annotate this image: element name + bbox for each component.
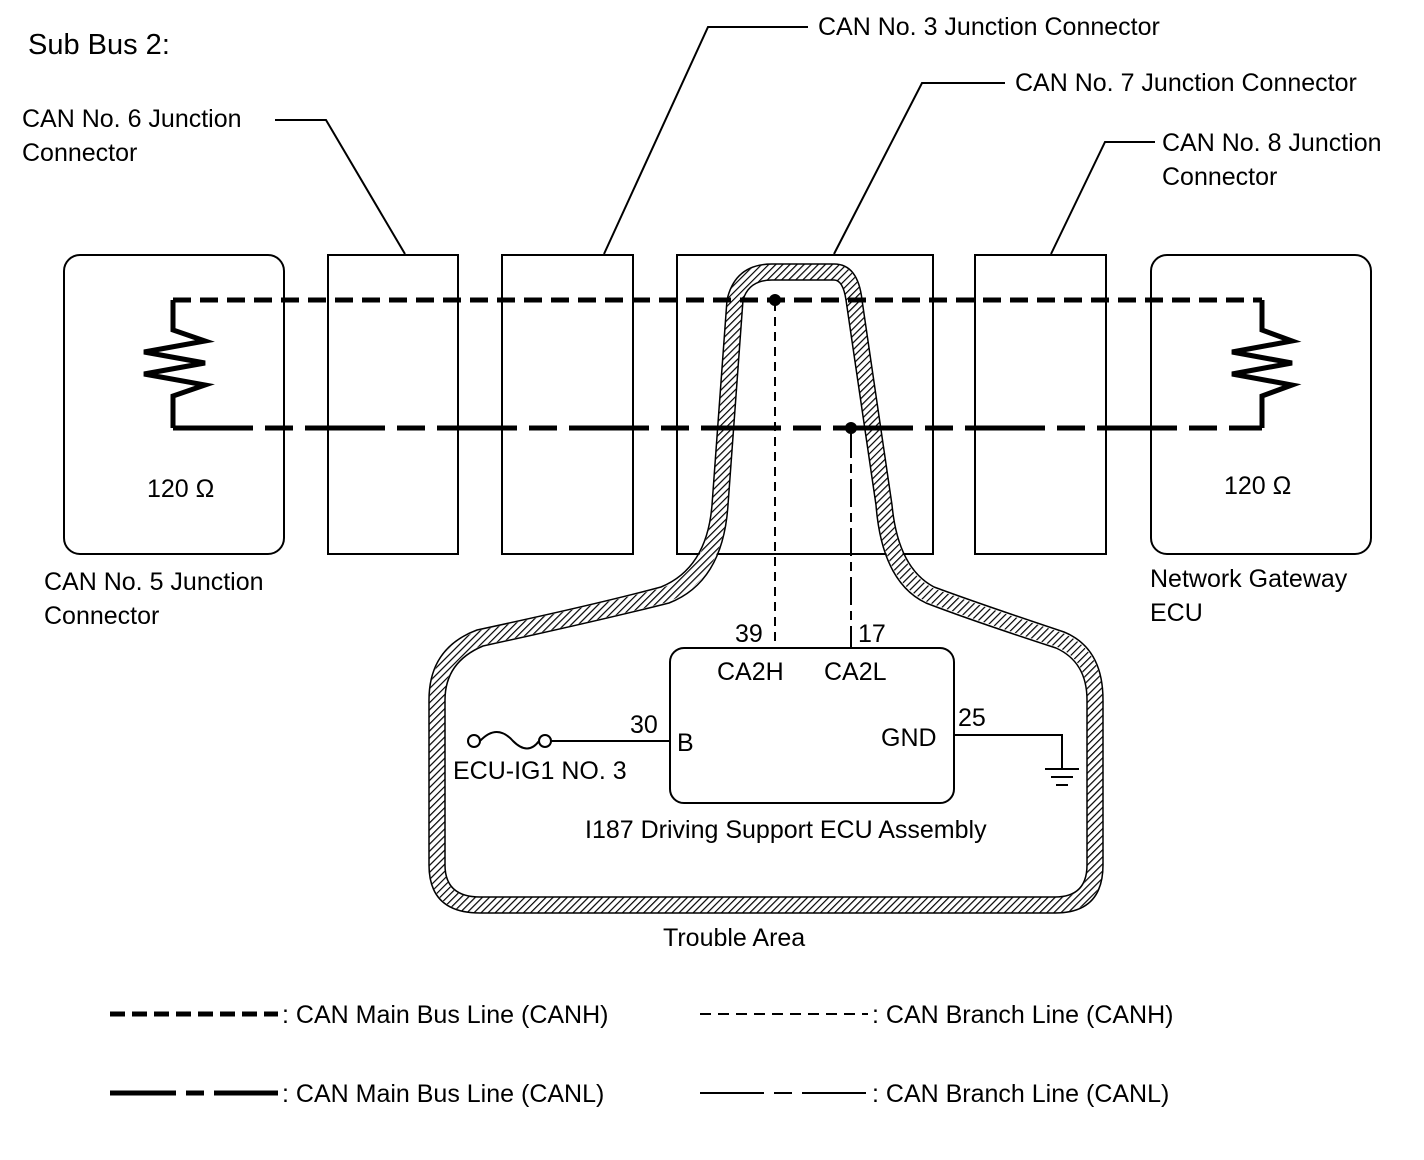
can7-junction-connector-box [676, 254, 934, 555]
legend-main-canl-label: : CAN Main Bus Line (CANL) [282, 1080, 604, 1108]
gateway-label-line2: ECU [1150, 599, 1203, 627]
can5-label-line1: CAN No. 5 Junction [44, 568, 264, 596]
fuse-label: ECU-IG1 NO. 3 [453, 757, 627, 785]
network-gateway-ecu-box [1150, 254, 1372, 555]
left-resistor-value: 120 Ω [147, 475, 214, 503]
can6-label-line1: CAN No. 6 Junction [22, 105, 242, 133]
can3-leader-line [603, 26, 808, 255]
pin-ca2l-label: CA2L [824, 658, 887, 686]
can8-junction-connector-box [974, 254, 1107, 555]
right-terminating-resistor [1231, 300, 1302, 428]
fuse-left-terminal [467, 734, 481, 748]
can3-junction-connector-box [501, 254, 634, 555]
can8-label-line1: CAN No. 8 Junction [1162, 129, 1382, 157]
canh-splice-dot [769, 294, 781, 306]
trouble-area-inner-edge [444, 279, 1088, 898]
trouble-area-outline [429, 264, 1103, 913]
can6-junction-connector-box [327, 254, 459, 555]
pin-39-number: 39 [735, 620, 763, 648]
right-resistor-value: 120 Ω [1224, 472, 1291, 500]
legend-branch-canl-label: : CAN Branch Line (CANL) [872, 1080, 1169, 1108]
canl-splice-dot [845, 422, 857, 434]
pin-b-label: B [677, 729, 694, 757]
pin-30-number: 30 [630, 711, 658, 739]
can8-leader-line [1050, 141, 1155, 255]
can6-label-line2: Connector [22, 139, 137, 167]
left-terminating-resistor [143, 300, 215, 428]
can6-leader-line [275, 119, 406, 255]
legend-main-canh-label: : CAN Main Bus Line (CANH) [282, 1001, 608, 1029]
gnd-wire [954, 734, 1063, 768]
pin-ca2h-label: CA2H [717, 658, 784, 686]
can5-junction-connector-box [63, 254, 285, 555]
can7-leader-line [833, 82, 1005, 255]
gateway-label-line1: Network Gateway [1150, 565, 1348, 593]
pin-25-number: 25 [958, 704, 986, 732]
legend-branch-canh-label: : CAN Branch Line (CANH) [872, 1001, 1173, 1029]
can3-label: CAN No. 3 Junction Connector [818, 13, 1160, 41]
driving-support-ecu-box [669, 647, 955, 804]
fuse-icon [479, 731, 540, 750]
pin-gnd-label: GND [881, 724, 937, 752]
trouble-area-label: Trouble Area [663, 924, 805, 952]
trouble-area-outer-edge [428, 263, 1104, 914]
diagram-title: Sub Bus 2: [28, 29, 170, 61]
fuse-right-terminal [538, 734, 552, 748]
can7-label: CAN No. 7 Junction Connector [1015, 69, 1357, 97]
trouble-area-bounds [437, 272, 1095, 905]
can8-label-line2: Connector [1162, 163, 1277, 191]
pin-17-number: 17 [858, 620, 886, 648]
ecu-name-label: I187 Driving Support ECU Assembly [585, 816, 987, 844]
can5-label-line2: Connector [44, 602, 159, 630]
